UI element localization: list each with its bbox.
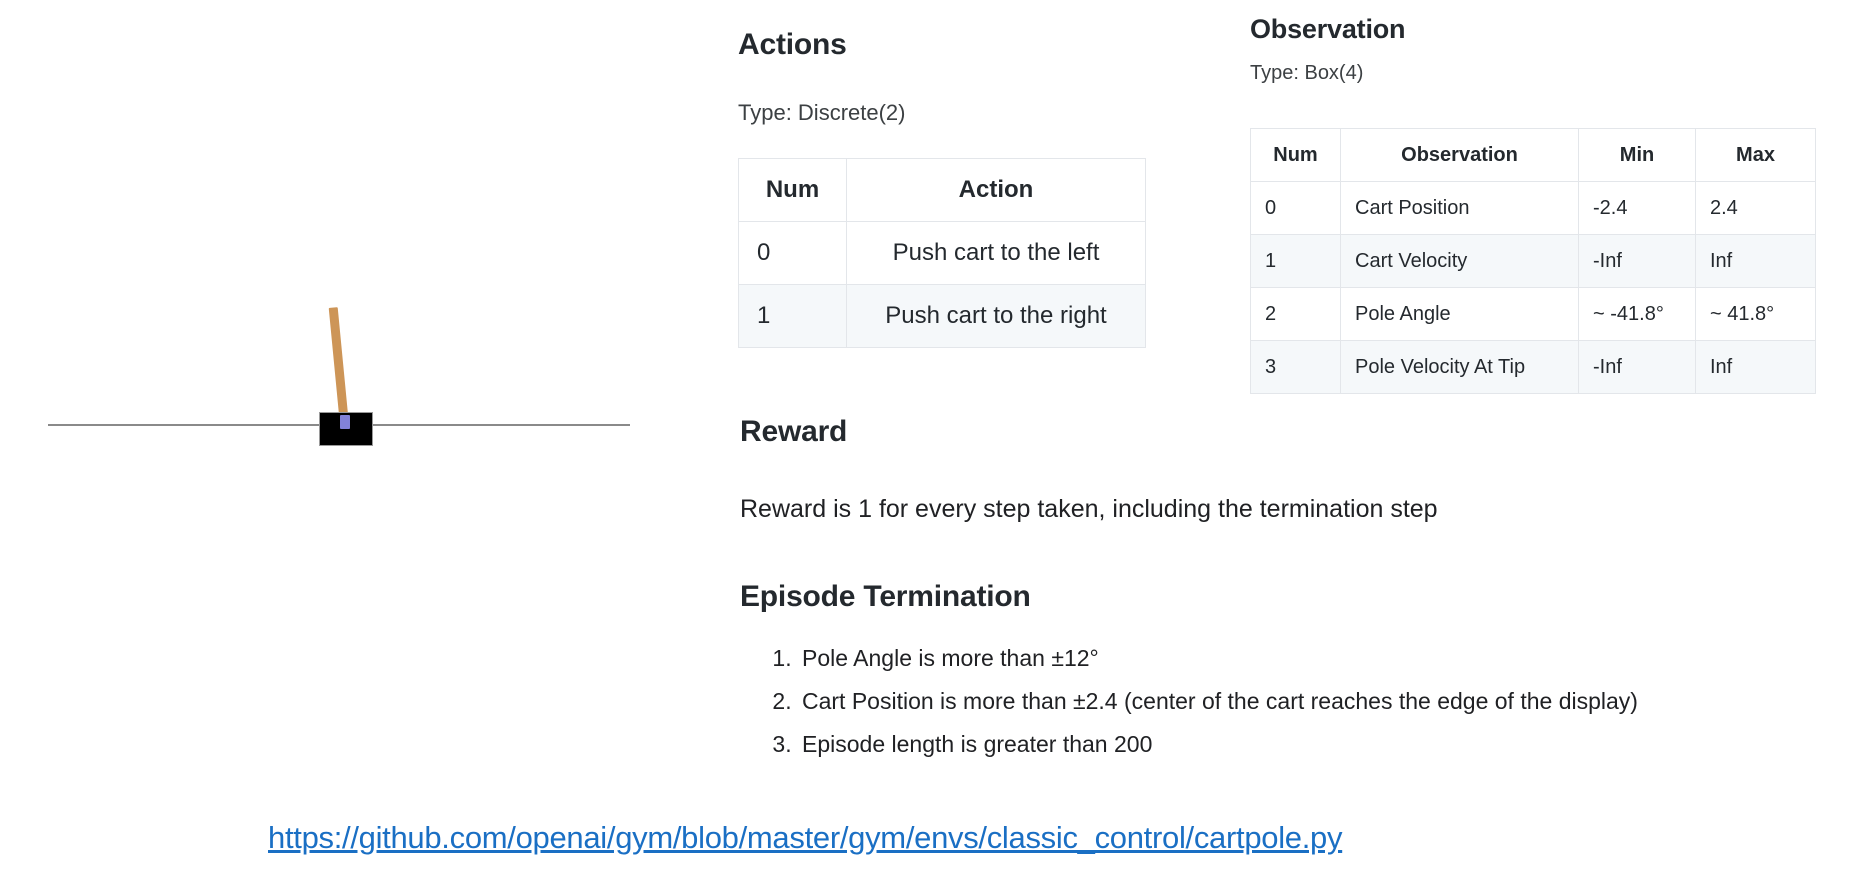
actions-table: Num Action 0 Push cart to the left 1 Pus… (738, 158, 1146, 348)
observation-cell-min: -Inf (1578, 340, 1696, 394)
actions-col-header-num: Num (738, 158, 847, 222)
observation-cell-num: 1 (1250, 234, 1341, 288)
observation-cell-max: Inf (1695, 340, 1816, 394)
observation-col-header-min: Min (1578, 128, 1696, 182)
pole-axle-joint (340, 415, 350, 429)
reward-heading: Reward (740, 415, 848, 448)
observation-cell-min: ~ -41.8° (1578, 287, 1696, 341)
observation-cell-max: 2.4 (1695, 181, 1816, 235)
observation-cell-obs: Cart Velocity (1340, 234, 1579, 288)
table-row: 0 Cart Position -2.4 2.4 (1250, 181, 1816, 235)
observation-col-header-max: Max (1695, 128, 1816, 182)
observation-cell-obs: Pole Velocity At Tip (1340, 340, 1579, 394)
table-row: 3 Pole Velocity At Tip -Inf Inf (1250, 340, 1816, 394)
episode-termination-list: Pole Angle is more than ±12° Cart Positi… (760, 645, 1638, 774)
actions-cell-num: 1 (738, 284, 847, 348)
observation-cell-num: 3 (1250, 340, 1341, 394)
observation-table: Num Observation Min Max 0 Cart Position … (1250, 128, 1816, 394)
observation-cell-min: -2.4 (1578, 181, 1696, 235)
observation-cell-num: 2 (1250, 287, 1341, 341)
cartpole-illustration (0, 250, 700, 510)
table-header-row: Num Action (738, 158, 1146, 222)
observation-cell-max: Inf (1695, 234, 1816, 288)
list-item: Episode length is greater than 200 (798, 731, 1638, 758)
observation-heading: Observation (1250, 14, 1406, 44)
observation-cell-obs: Cart Position (1340, 181, 1579, 235)
episode-termination-heading: Episode Termination (740, 580, 1031, 613)
observation-cell-min: -Inf (1578, 234, 1696, 288)
table-header-row: Num Observation Min Max (1250, 128, 1816, 182)
actions-cell-num: 0 (738, 221, 847, 285)
actions-cell-action: Push cart to the left (846, 221, 1146, 285)
reward-description: Reward is 1 for every step taken, includ… (740, 495, 1438, 523)
list-item: Cart Position is more than ±2.4 (center … (798, 688, 1638, 715)
observation-cell-obs: Pole Angle (1340, 287, 1579, 341)
actions-cell-action: Push cart to the right (846, 284, 1146, 348)
observation-col-header-num: Num (1250, 128, 1341, 182)
list-item: Pole Angle is more than ±12° (798, 645, 1638, 672)
observation-cell-num: 0 (1250, 181, 1341, 235)
observation-type-label: Type: Box(4) (1250, 62, 1364, 84)
source-url-link[interactable]: https://github.com/openai/gym/blob/maste… (268, 820, 1343, 855)
table-row: 1 Cart Velocity -Inf Inf (1250, 234, 1816, 288)
observation-col-header-obs: Observation (1340, 128, 1579, 182)
table-row: 2 Pole Angle ~ -41.8° ~ 41.8° (1250, 287, 1816, 341)
table-row: 0 Push cart to the left (738, 221, 1146, 285)
actions-type-label: Type: Discrete(2) (738, 100, 906, 125)
actions-col-header-action: Action (846, 158, 1146, 222)
pole-bar (328, 307, 349, 426)
observation-cell-max: ~ 41.8° (1695, 287, 1816, 341)
actions-heading: Actions (738, 28, 847, 61)
table-row: 1 Push cart to the right (738, 284, 1146, 348)
